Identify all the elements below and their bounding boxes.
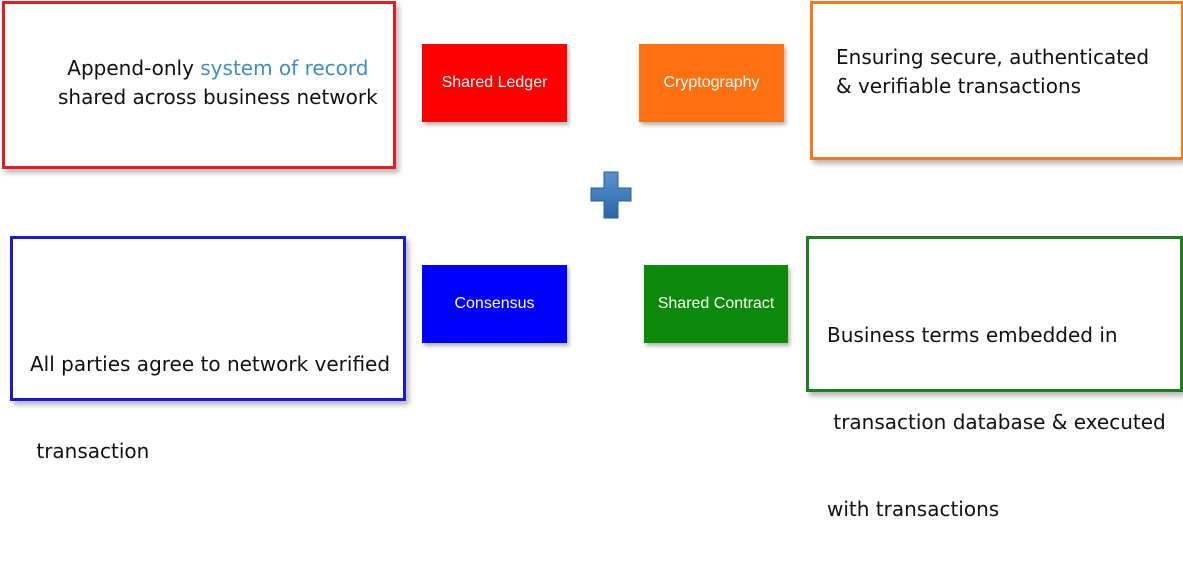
shared-contract-description-box: Business terms embedded in transaction d… bbox=[806, 236, 1183, 521]
shared-contract-description-line3: with transactions bbox=[827, 497, 1000, 521]
shared-contract-description-line2: transaction database & executed bbox=[827, 410, 1166, 434]
consensus-description-line2: transaction bbox=[30, 439, 150, 463]
shared-ledger-description-line1: Append-only system of record bbox=[58, 54, 378, 83]
shared-ledger-description-line2: shared across business network bbox=[58, 85, 378, 109]
cryptography-description-line1: Ensuring secure, authenticated bbox=[836, 45, 1150, 69]
plus-icon bbox=[590, 171, 632, 219]
consensus-description-box: All parties agree to network verified tr… bbox=[10, 236, 406, 463]
shared-ledger-description: Append-only system of record shared acro… bbox=[58, 54, 378, 112]
consensus-description: All parties agree to network verified tr… bbox=[30, 292, 390, 524]
shared-ledger-description-box: Append-only system of record shared acro… bbox=[2, 1, 396, 169]
consensus-description-line1: All parties agree to network verified bbox=[30, 352, 391, 376]
shared-ledger-description-prefix: Append-only bbox=[67, 56, 201, 80]
system-of-record-highlight: system of record bbox=[200, 56, 369, 80]
cryptography-description-line2: & verifiable transactions bbox=[836, 74, 1082, 98]
cryptography-label: Cryptography bbox=[639, 44, 784, 122]
shared-contract-label: Shared Contract bbox=[644, 265, 788, 343]
cryptography-description-box: Ensuring secure, authenticated & verifia… bbox=[810, 1, 1183, 160]
consensus-label: Consensus bbox=[422, 265, 567, 343]
shared-contract-description: Business terms embedded in transaction d… bbox=[827, 263, 1166, 582]
shared-contract-description-line1: Business terms embedded in bbox=[827, 323, 1118, 347]
cryptography-description: Ensuring secure, authenticated & verifia… bbox=[836, 43, 1149, 101]
shared-ledger-label: Shared Ledger bbox=[422, 44, 567, 122]
